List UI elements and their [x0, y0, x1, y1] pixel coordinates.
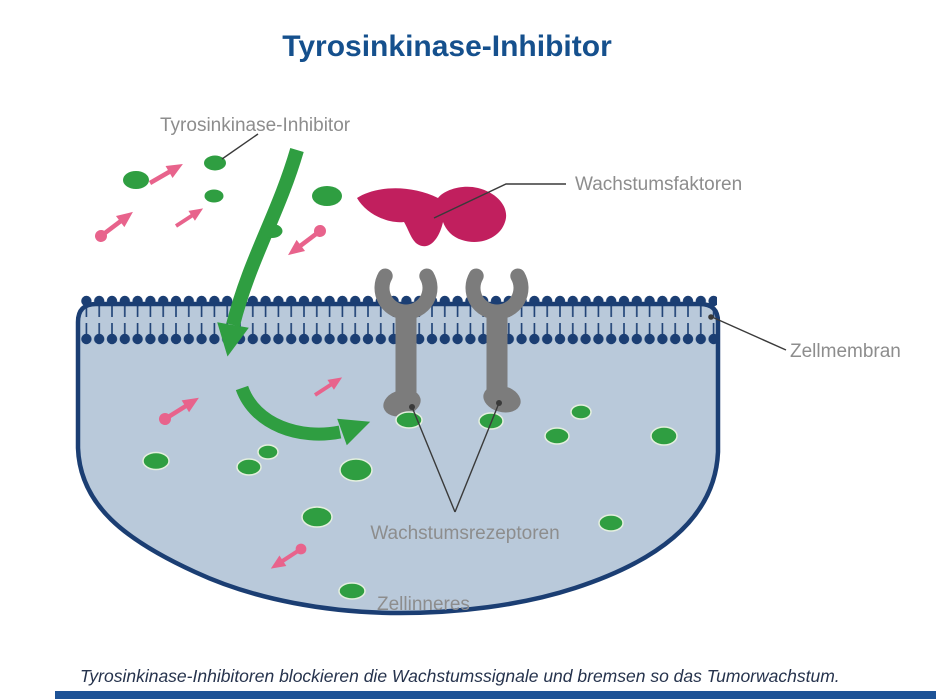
label-growth-factors: Wachstumsfaktoren	[575, 174, 742, 195]
caption: Tyrosinkinase-Inhibitoren blockieren die…	[80, 666, 840, 686]
inhibitor-pointer-line	[221, 133, 259, 160]
signal-arrow	[170, 201, 209, 233]
inhibitor-molecule	[650, 426, 678, 446]
inhibitor-molecule	[261, 224, 283, 238]
inhibitor-molecule	[598, 514, 624, 532]
inhibitor-molecule	[204, 189, 224, 203]
inhibitor-block-arrow	[235, 385, 371, 446]
inhibitor-entry-arrow	[217, 148, 304, 357]
inhibitor-molecule	[142, 451, 170, 471]
receptor-pointer-lines	[409, 400, 502, 513]
inhibitor-molecule	[236, 458, 262, 476]
membrane-pointer-line	[708, 314, 787, 351]
inhibitor-molecule	[338, 582, 366, 600]
growth-receptor-right	[465, 268, 529, 413]
growth-factor-blob	[357, 186, 507, 247]
inhibitor-molecule	[395, 411, 423, 429]
inhibitor-molecule	[123, 171, 149, 189]
signal-arrow	[147, 158, 187, 189]
signal-arrow	[92, 206, 137, 245]
inhibitor-molecules-inside	[142, 404, 678, 600]
label-growth-receptors: Wachstumsrezeptoren	[370, 523, 559, 544]
inhibitor-molecule	[570, 404, 592, 420]
label-cell-interior: Zellinneres	[377, 594, 470, 615]
inhibitor-molecule	[301, 506, 333, 528]
inhibitor-molecule	[204, 155, 226, 171]
inhibitor-molecule	[339, 458, 373, 482]
signal-arrow	[284, 222, 329, 261]
inhibitor-molecules-outside	[123, 155, 342, 238]
page-title: Tyrosinkinase-Inhibitor	[282, 30, 612, 63]
growth-factor-pointer-line	[433, 183, 566, 219]
inhibitor-molecule	[312, 186, 342, 206]
inhibitor-molecule	[544, 427, 570, 445]
label-inhibitor: Tyrosinkinase-Inhibitor	[160, 115, 351, 136]
inhibitor-molecule	[257, 444, 279, 460]
label-cell-membrane: Zellmembran	[790, 341, 901, 362]
footer-bar	[55, 691, 936, 699]
